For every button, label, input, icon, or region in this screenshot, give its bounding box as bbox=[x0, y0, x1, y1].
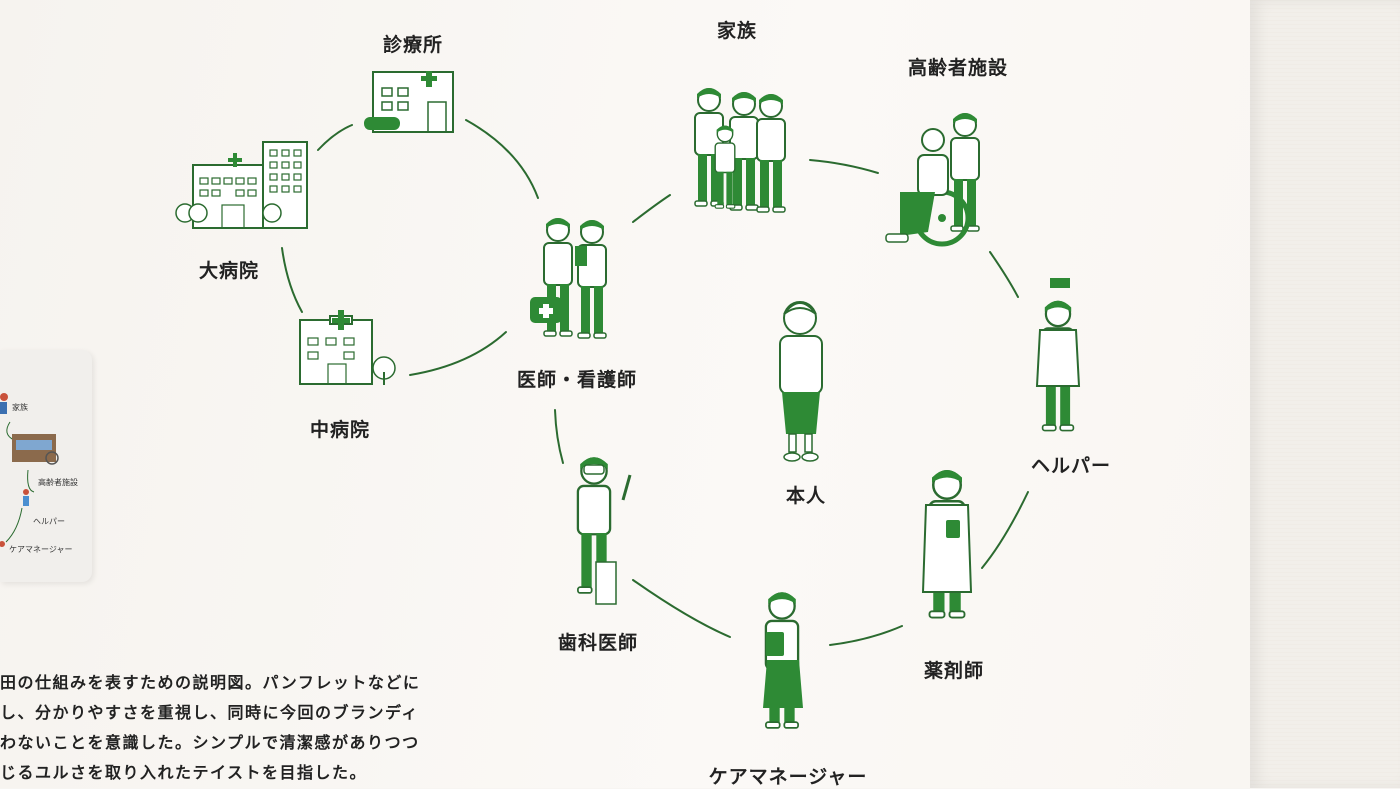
large-hospital-building-icon bbox=[175, 141, 308, 229]
pharmacist-figure-icon bbox=[921, 468, 973, 619]
care-manager-figure-icon bbox=[763, 591, 803, 730]
description-line: 田の仕組みを表すための説明図。パンフレットなどに bbox=[0, 673, 421, 692]
connector-lines bbox=[281, 119, 1029, 646]
description-line: し、分かりやすさを重視し、同時に今回のブランディ bbox=[0, 703, 419, 722]
doctor-nurse-label: 医師・看護師 bbox=[516, 369, 638, 391]
inset-diagram-art bbox=[0, 393, 59, 547]
self-label: 本人 bbox=[785, 485, 827, 507]
wall-background bbox=[0, 0, 1250, 788]
large-hospital-label: 大病院 bbox=[198, 260, 260, 282]
clinic-building-icon bbox=[364, 71, 454, 133]
medium-hospital-label: 中病院 bbox=[309, 419, 371, 441]
dentist-figure-icon bbox=[576, 456, 632, 605]
inset-elderly-facility-label: 高齢者施設 bbox=[38, 478, 78, 487]
dentist-label: 歯科医師 bbox=[557, 632, 639, 654]
self-figure-icon bbox=[779, 301, 823, 462]
elderly-facility-label: 高齢者施設 bbox=[907, 57, 1009, 79]
side-wall bbox=[1250, 0, 1400, 788]
description-line: じるユルさを取り入れたテイストを目指した。 bbox=[0, 763, 368, 782]
helper-figure-icon bbox=[1035, 278, 1081, 432]
helper-label: ヘルパー bbox=[1030, 455, 1112, 477]
doctor-nurse-figures-icon bbox=[530, 217, 607, 339]
description-line: わないことを意識した。シンプルで清潔感がありつつ bbox=[0, 733, 420, 752]
inset-care-manager-label: ケアマネージャー bbox=[9, 545, 73, 554]
pharmacist-label: 薬剤師 bbox=[923, 660, 985, 682]
description-text: 田の仕組みを表すための説明図。パンフレットなどに し、分かりやすさを重視し、同時… bbox=[0, 668, 480, 788]
family-label: 家族 bbox=[716, 20, 758, 42]
inset-family-label: 家族 bbox=[12, 403, 28, 412]
clinic-label: 診療所 bbox=[382, 34, 444, 56]
inset-diagram-card: 家族 高齢者施設 ヘルパー ケアマネージャー bbox=[0, 350, 92, 582]
medium-hospital-building-icon bbox=[299, 310, 396, 385]
family-figures-icon bbox=[694, 87, 786, 213]
care-network-diagram bbox=[175, 71, 1081, 730]
elderly-facility-figures-icon bbox=[885, 112, 980, 247]
inset-helper-label: ヘルパー bbox=[33, 517, 65, 526]
care-manager-label: ケアマネージャー bbox=[708, 766, 868, 788]
